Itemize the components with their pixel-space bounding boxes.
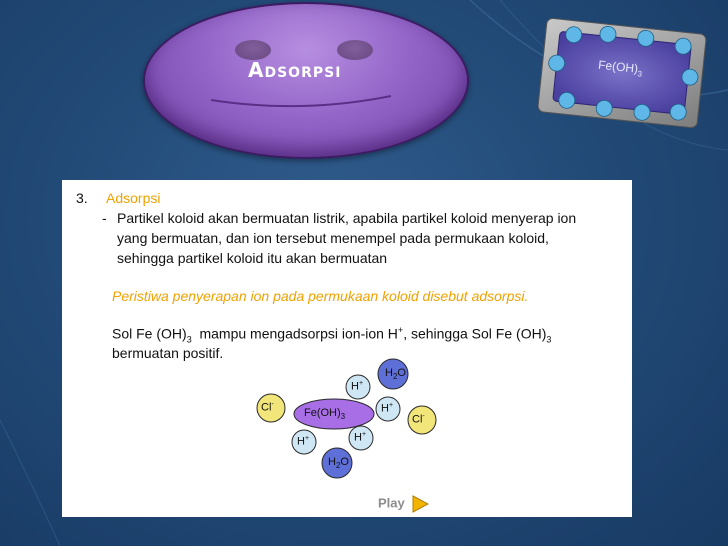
smile-decoration (210, 95, 392, 108)
h-plus-label-1: H+ (351, 380, 364, 393)
play-icon (412, 495, 430, 513)
water-circle-bottom (321, 447, 353, 479)
cl-minus-label-right: Cl- (412, 413, 425, 426)
bullet-dash: - (102, 210, 107, 226)
water-label-bottom: H2O (328, 456, 349, 471)
h-plus-label-4: H+ (297, 435, 310, 448)
right-eye-shape (337, 40, 373, 60)
adsorption-diagram (256, 358, 437, 479)
water-circle-top (377, 358, 409, 390)
left-eye-shape (235, 40, 271, 60)
cl-minus-circle-left (256, 393, 286, 423)
item-number: 3. (76, 190, 88, 206)
bullet-line-2: yang bermuatan, dan ion tersebut menempe… (117, 230, 549, 246)
h-plus-label-3: H+ (354, 431, 367, 444)
item-heading: Adsorpsi (106, 190, 161, 206)
h-plus-circle-2 (375, 396, 401, 422)
bullet-line-3: sehingga partikel koloid itu akan bermua… (117, 250, 388, 266)
play-label: Play (378, 495, 405, 511)
cl-minus-circle-right (407, 405, 437, 435)
content-panel: 3. Adsorpsi - Partikel koloid akan bermu… (62, 180, 632, 517)
definition-text: Peristiwa penyerapan ion pada permukaan … (112, 288, 529, 304)
sol-line-2: bermuatan positif. (112, 345, 224, 361)
cl-minus-label-left: Cl- (261, 401, 274, 414)
h-plus-label-2: H+ (381, 402, 394, 415)
h-plus-circle-4 (291, 429, 317, 455)
title-face-shape (143, 2, 469, 159)
sol-line-1: Sol Fe (OH)3 mampu mengadsorpsi ion-ion … (112, 325, 552, 345)
play-button[interactable]: Play (378, 495, 430, 513)
bullet-line-1: Partikel koloid akan bermuatan listrik, … (117, 210, 577, 226)
center-label: Fe(OH)3 (304, 407, 346, 422)
slide-title: Adsorpsi (248, 58, 342, 82)
fe-oh3-ellipse (293, 398, 375, 430)
h-plus-circle-3 (348, 425, 374, 451)
h-plus-circle-1 (345, 374, 371, 400)
water-label-top: H2O (385, 367, 406, 382)
fe-oh3-illustration (537, 18, 707, 128)
